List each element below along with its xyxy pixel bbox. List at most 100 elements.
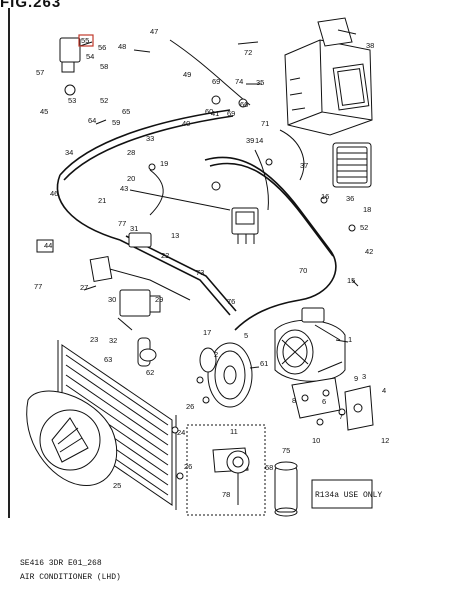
thermo-switch-top (59, 37, 81, 96)
callout-c69b: 69 (227, 109, 235, 118)
callout-c44: 44 (44, 241, 52, 250)
callout-c69a: 69 (212, 77, 220, 86)
callout-c24: 24 (177, 428, 185, 437)
callout-c52b: 52 (360, 223, 368, 232)
callout-c21: 21 (98, 196, 106, 205)
callout-c41: 41 (211, 109, 219, 118)
callout-c28: 28 (127, 148, 135, 157)
compressor-bracket (291, 377, 341, 419)
callout-c63: 63 (104, 355, 112, 364)
refrigerant-caution-label: R134a USE ONLY (311, 479, 382, 509)
callout-c77a: 77 (118, 219, 126, 228)
callout-c13: 13 (171, 231, 179, 240)
callout-c68: 68 (265, 463, 273, 472)
callout-c57: 57 (36, 68, 44, 77)
callout-c55: 55 (81, 36, 89, 45)
callout-c39: 39 (246, 136, 254, 145)
callout-c66: 66 (240, 100, 248, 109)
callout-c56: 56 (98, 43, 106, 52)
callout-c71: 71 (261, 119, 269, 128)
callout-c74: 74 (235, 77, 243, 86)
callout-c25: 25 (113, 481, 121, 490)
callout-c26b: 26 (184, 462, 192, 471)
callout-c73: 73 (196, 268, 204, 277)
callout-c64: 64 (88, 116, 96, 125)
callout-c60: 60 (205, 107, 213, 116)
callout-c1: 1 (348, 335, 352, 344)
callout-c17: 17 (203, 328, 211, 337)
callout-c45: 45 (40, 107, 48, 116)
idler-pulley-assembly (186, 424, 266, 516)
evaporator-case (284, 17, 373, 136)
callout-c59: 59 (112, 118, 120, 127)
callout-c75: 75 (282, 446, 290, 455)
refrigerant-pipes (56, 39, 337, 331)
callout-c15: 15 (347, 276, 355, 285)
callout-c40: 40 (182, 119, 190, 128)
callout-c35: 35 (256, 78, 264, 87)
callout-c18: 18 (363, 205, 371, 214)
callout-c7: 7 (339, 412, 343, 421)
leader-lines (79, 29, 359, 369)
callout-c8: 8 (292, 396, 296, 405)
callout-c22: 22 (161, 251, 169, 260)
page-border-rule (8, 8, 10, 518)
callout-c43: 43 (120, 184, 128, 193)
pressure-switch-cluster (117, 289, 161, 331)
callout-c58: 58 (100, 62, 108, 71)
callout-c37: 37 (300, 161, 308, 170)
callout-c36: 36 (346, 194, 354, 203)
callout-c32: 32 (109, 336, 117, 345)
harness-connector (36, 232, 152, 282)
callout-c12: 12 (381, 436, 389, 445)
callout-c20: 20 (127, 174, 135, 183)
relay-block (231, 207, 259, 244)
callout-c11: 11 (230, 427, 238, 436)
callout-c65: 65 (122, 107, 130, 116)
callout-c48: 48 (118, 42, 126, 51)
callout-c14: 14 (255, 136, 263, 145)
compressor (274, 307, 346, 382)
drawing-code: SE416 3DR E01_268 (20, 559, 102, 568)
callout-c42: 42 (365, 247, 373, 256)
callout-c52a: 52 (100, 96, 108, 105)
callout-c46: 46 (50, 189, 58, 198)
callout-c3: 3 (362, 372, 366, 381)
callout-c4: 4 (382, 386, 386, 395)
callout-c61: 61 (260, 359, 268, 368)
callout-c33: 33 (146, 134, 154, 143)
receiver-dryer (137, 337, 157, 367)
callout-c29: 29 (155, 295, 163, 304)
callout-c31: 31 (130, 224, 138, 233)
callout-c47: 47 (150, 27, 158, 36)
callout-c38: 38 (366, 41, 374, 50)
highlighted-callout-box (78, 34, 94, 47)
callout-c54: 54 (86, 52, 94, 61)
compressor-oil-can (274, 461, 298, 517)
callout-c77b: 77 (34, 282, 42, 291)
callout-c6: 6 (322, 397, 326, 406)
callout-c27: 27 (80, 283, 88, 292)
callout-c70: 70 (299, 266, 307, 275)
refrigerant-label-text: R134a USE ONLY (315, 491, 382, 500)
callout-c49: 49 (183, 70, 191, 79)
callout-c53: 53 (68, 96, 76, 105)
evaporator-core (332, 142, 372, 188)
magnetic-clutch (199, 342, 253, 408)
fasteners (148, 95, 356, 480)
callout-c34: 34 (65, 148, 73, 157)
callout-c5: 5 (244, 331, 248, 340)
callout-c30: 30 (108, 295, 116, 304)
callout-c76: 76 (227, 297, 235, 306)
callout-c10: 10 (312, 436, 320, 445)
callout-c9: 9 (354, 374, 358, 383)
callout-c19: 19 (160, 159, 168, 168)
callout-c26a: 26 (186, 402, 194, 411)
figure-title: FIG.263 (0, 0, 62, 11)
condenser-mount-bracket (344, 385, 374, 431)
condenser-fan-shroud (26, 390, 118, 486)
figure-caption: AIR CONDITIONER (LHD) (20, 573, 121, 582)
